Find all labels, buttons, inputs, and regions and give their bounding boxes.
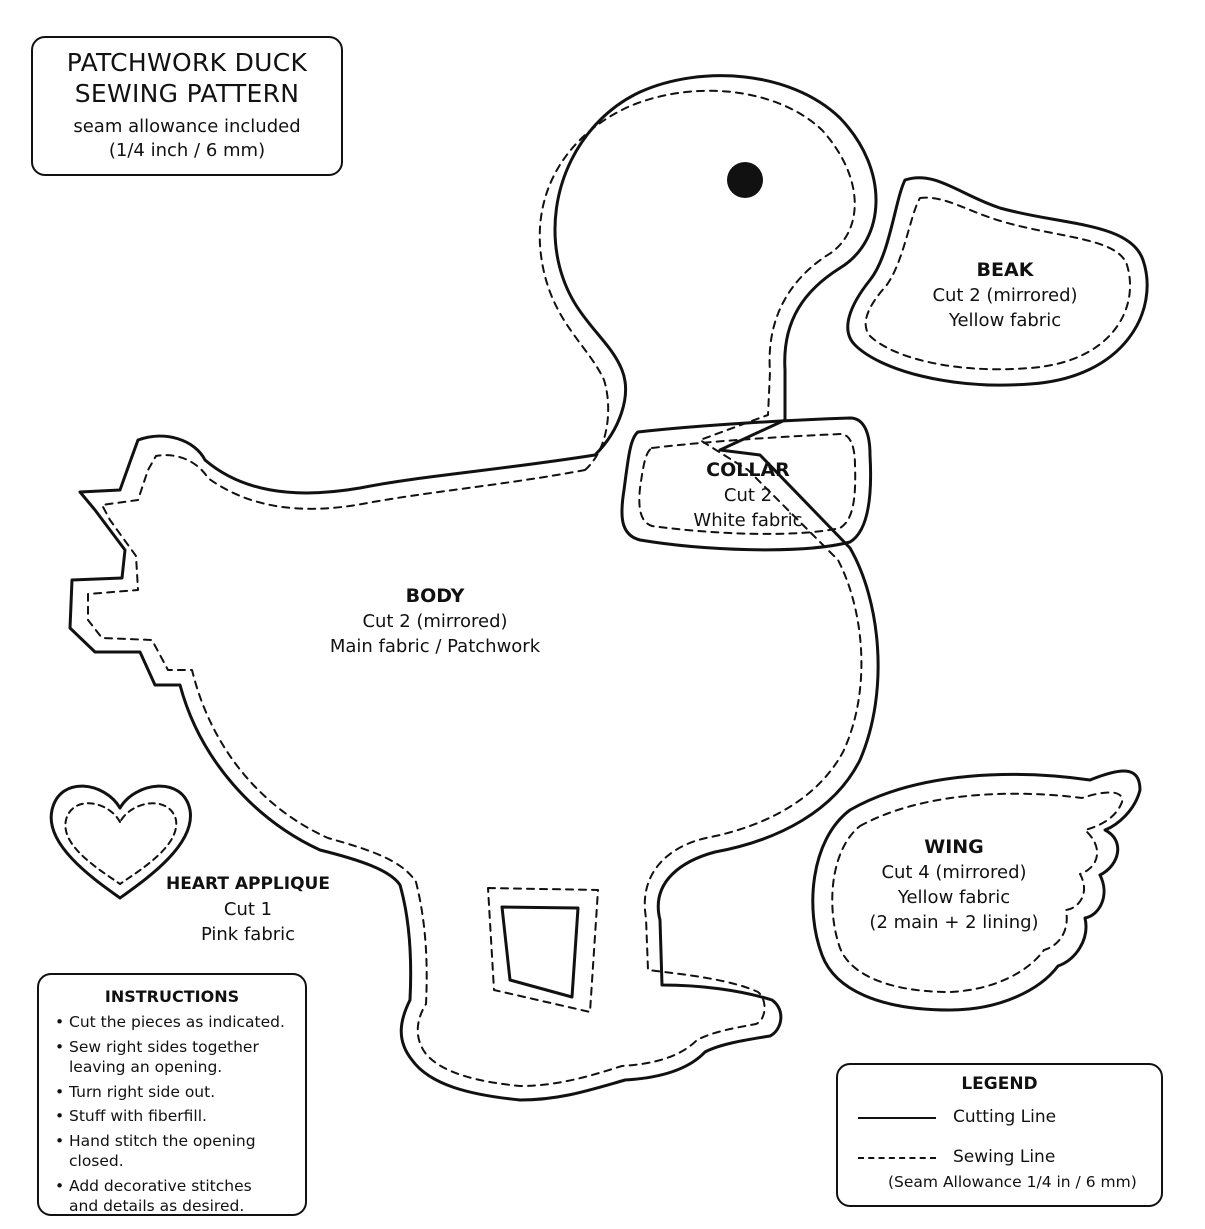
opening-cutting-line xyxy=(500,905,580,999)
legend-cutting-label: Cutting Line xyxy=(953,1107,1057,1127)
collar-sewing-line xyxy=(638,433,857,535)
beak-label: BEAK Cut 2 (mirrored) Yellow fabric xyxy=(905,258,1105,333)
collar-cutting-line xyxy=(620,416,873,552)
title-line-3: seam allowance included xyxy=(73,116,301,137)
wing-fabric: Yellow fabric xyxy=(897,887,1011,908)
body-sewing-line xyxy=(87,89,863,1087)
beak-cut: Cut 2 (mirrored) xyxy=(932,285,1078,306)
beak-fabric: Yellow fabric xyxy=(948,310,1062,331)
legend-box: LEGEND Cutting Line Sewing Line (Seam Al… xyxy=(836,1063,1163,1207)
instructions-list: Cut the pieces as indicated. Sew right s… xyxy=(53,1012,305,1217)
instructions-box: INSTRUCTIONS Cut the pieces as indicated… xyxy=(37,973,307,1216)
legend-allowance-note: (Seam Allowance 1/4 in / 6 mm) xyxy=(888,1173,1137,1191)
heart-fabric: Pink fabric xyxy=(200,924,296,945)
heart-cut: Cut 1 xyxy=(223,899,273,920)
beak-sewing-line xyxy=(864,196,1132,371)
body-name: BODY xyxy=(405,585,465,607)
body-cutting-line xyxy=(68,74,880,1102)
collar-label: COLLAR Cut 2 White fabric xyxy=(658,458,838,533)
heart-cutting-line xyxy=(49,784,192,900)
instruction-item: Sew right sides together leaving an open… xyxy=(53,1037,269,1078)
heart-sewing-line xyxy=(64,802,178,885)
instruction-item: Cut the pieces as indicated. xyxy=(53,1012,305,1033)
wing-note: (2 main + 2 lining) xyxy=(869,912,1039,933)
title-box: PATCHWORK DUCK SEWING PATTERN seam allow… xyxy=(31,36,343,176)
collar-fabric: White fabric xyxy=(693,510,803,531)
legend-cutting-swatch xyxy=(858,1117,936,1119)
wing-cut: Cut 4 (mirrored) xyxy=(881,862,1027,883)
instruction-item: Stuff with fiberfill. xyxy=(53,1106,305,1127)
beak-cutting-line xyxy=(846,176,1149,387)
instruction-item: Turn right side out. xyxy=(53,1082,305,1103)
wing-cutting-line xyxy=(811,769,1142,1012)
legend-sewing-label: Sewing Line xyxy=(953,1147,1056,1167)
title-line-1: PATCHWORK DUCK xyxy=(66,48,308,77)
instruction-item: Hand stitch the opening closed. xyxy=(53,1131,305,1172)
title-line-2: SEWING PATTERN xyxy=(74,79,300,108)
collar-cut: Cut 2 xyxy=(723,485,773,506)
body-label: BODY Cut 2 (mirrored) Main fabric / Patc… xyxy=(320,584,550,659)
opening-sewing-line xyxy=(487,887,599,1013)
body-cut: Cut 2 (mirrored) xyxy=(362,611,508,632)
title-line-4: (1/4 inch / 6 mm) xyxy=(108,140,266,161)
wing-label: WING Cut 4 (mirrored) Yellow fabric (2 m… xyxy=(854,835,1054,935)
body-fabric: Main fabric / Patchwork xyxy=(329,636,541,657)
eye-marker xyxy=(727,162,763,198)
heart-name: HEART APPLIQUE xyxy=(166,874,330,894)
collar-name: COLLAR xyxy=(706,459,790,481)
instruction-item: Add decorative stitches and details as d… xyxy=(53,1176,269,1217)
legend-title: LEGEND xyxy=(961,1074,1038,1094)
wing-sewing-line xyxy=(831,791,1124,993)
legend-sewing-swatch xyxy=(858,1157,936,1159)
instructions-title: INSTRUCTIONS xyxy=(104,987,240,1006)
heart-label: HEART APPLIQUE Cut 1 Pink fabric xyxy=(158,872,338,947)
beak-name: BEAK xyxy=(976,259,1034,281)
wing-name: WING xyxy=(924,836,984,858)
